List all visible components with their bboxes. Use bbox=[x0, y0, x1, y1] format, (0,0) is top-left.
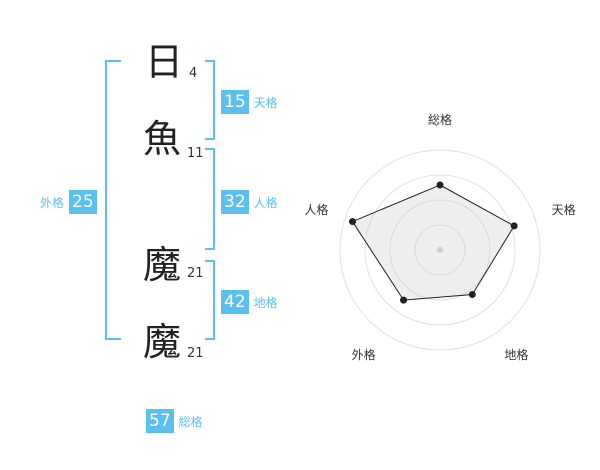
gaikaku-value: 25 bbox=[69, 190, 97, 214]
jinkaku-badge: 32 人格 bbox=[221, 190, 278, 214]
radar-ring bbox=[364, 174, 516, 326]
radar-ring bbox=[339, 149, 541, 351]
stroke-count-4: 21 bbox=[187, 346, 204, 361]
name-char-4: 魔 bbox=[143, 320, 182, 364]
radar-axis-label-3: 地格 bbox=[504, 347, 528, 362]
soukaku-value: 57 bbox=[146, 409, 174, 433]
radar-axis-label-5: 人格 bbox=[304, 202, 328, 217]
chikaku-bracket bbox=[205, 260, 215, 340]
radar-center bbox=[437, 247, 443, 253]
radar-point-1 bbox=[436, 181, 444, 189]
chikaku-badge: 42 地格 bbox=[221, 290, 278, 314]
radar-ring bbox=[389, 199, 491, 301]
radar-point-3 bbox=[468, 290, 476, 298]
tenkaku-badge: 15 天格 bbox=[221, 90, 278, 114]
soukaku-label: 総格 bbox=[178, 414, 203, 429]
chikaku-value: 42 bbox=[221, 290, 249, 314]
gaikaku-label: 外格 bbox=[40, 195, 65, 210]
stroke-count-2: 11 bbox=[187, 146, 204, 161]
name-char-2: 魚 bbox=[143, 117, 182, 161]
radar-axis-label-4: 外格 bbox=[352, 347, 376, 362]
name-char-3: 魔 bbox=[143, 243, 182, 287]
tenkaku-bracket bbox=[205, 60, 215, 140]
tenkaku-value: 15 bbox=[221, 90, 249, 114]
chikaku-label: 地格 bbox=[253, 295, 278, 310]
radar-axis-label-2: 天格 bbox=[552, 202, 576, 217]
radar-ring bbox=[414, 224, 466, 276]
jinkaku-bracket bbox=[205, 148, 215, 250]
jinkaku-value: 32 bbox=[221, 190, 249, 214]
gaikaku-bracket bbox=[105, 60, 121, 340]
radar-point-2 bbox=[510, 222, 518, 230]
soukaku-badge: 57 総格 bbox=[146, 409, 203, 433]
name-char-1: 日 bbox=[145, 40, 184, 84]
stroke-count-1: 4 bbox=[189, 66, 198, 81]
stroke-count-3: 21 bbox=[187, 266, 204, 281]
radar-point-5 bbox=[349, 218, 357, 226]
tenkaku-label: 天格 bbox=[253, 95, 278, 110]
radar-area bbox=[351, 184, 515, 301]
jinkaku-label: 人格 bbox=[253, 195, 278, 210]
gaikaku-badge: 外格 25 bbox=[40, 190, 97, 214]
radar-axis-label-1: 総格 bbox=[428, 112, 452, 127]
radar-point-4 bbox=[400, 296, 408, 304]
